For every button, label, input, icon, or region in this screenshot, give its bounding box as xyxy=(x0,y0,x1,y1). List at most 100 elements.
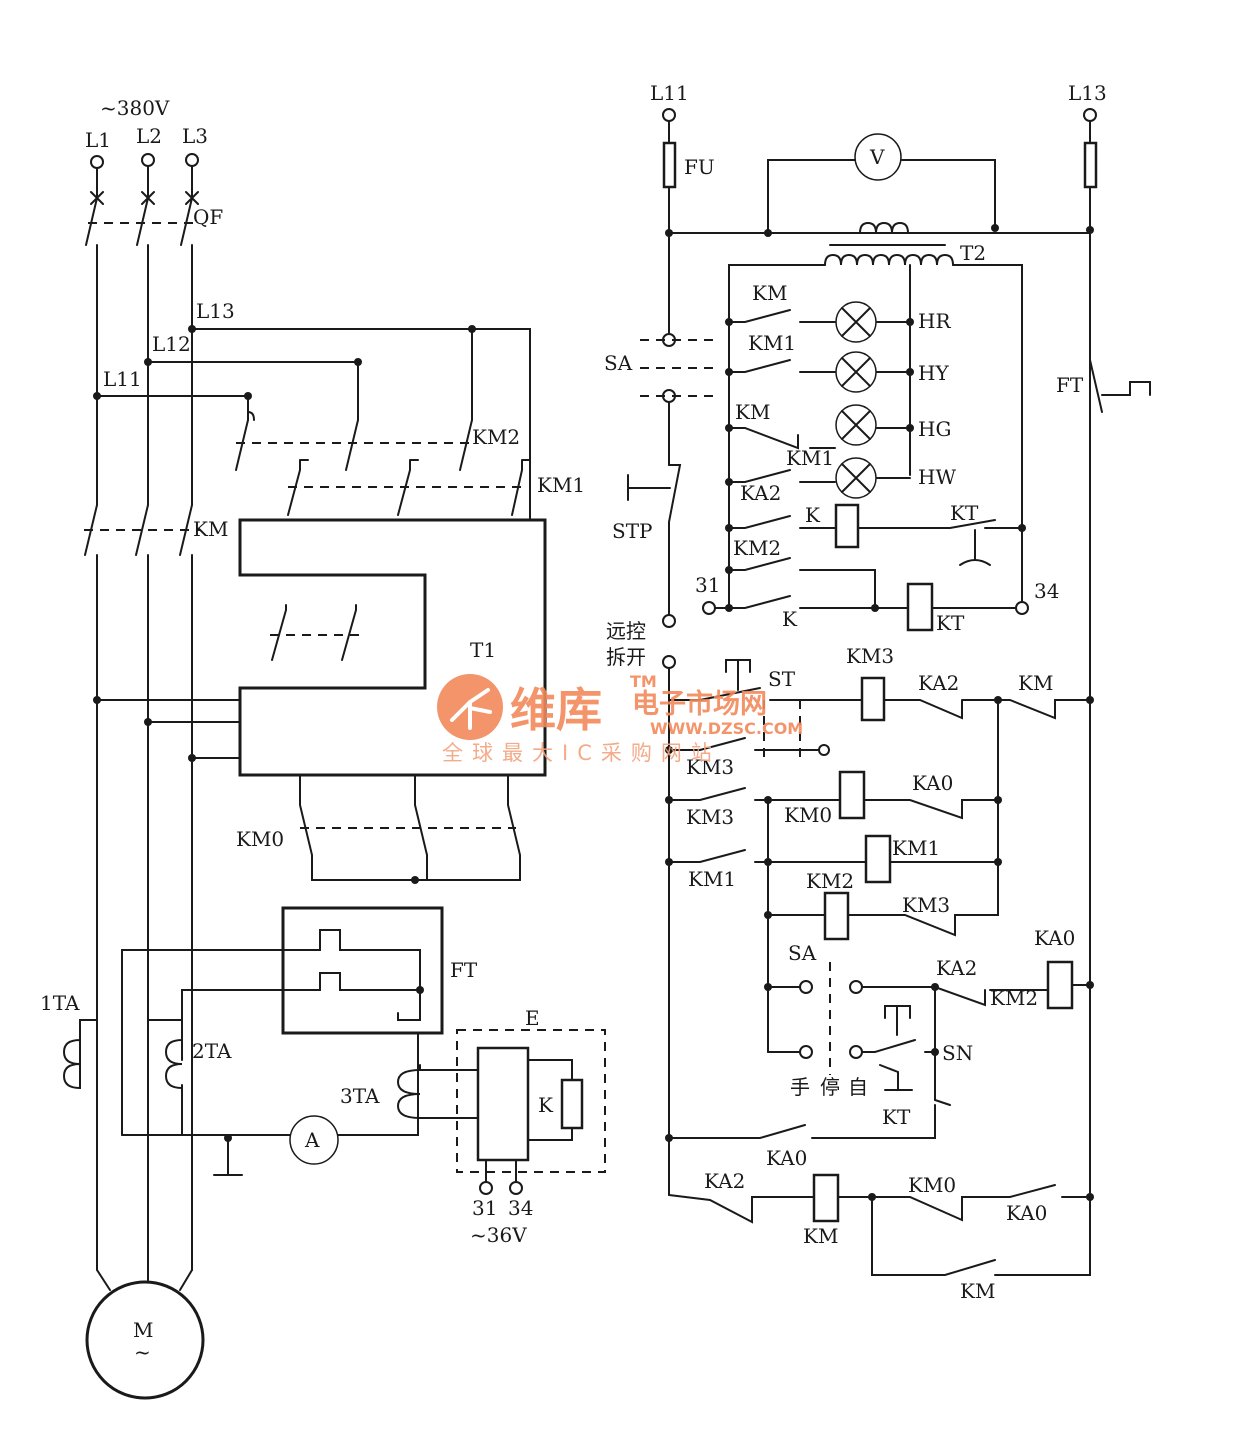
watermark-brand: 维库 xyxy=(510,683,602,737)
stp-label: STP xyxy=(612,519,653,543)
lamp-hy xyxy=(835,351,877,393)
km2-label: KM2 xyxy=(472,425,520,449)
km1-coil-label: KM1 xyxy=(892,836,940,860)
watermark: 维库 电子市场网 TM WWW.DZSC.COM 全球最大IC采购网站 xyxy=(437,672,803,765)
phase-l3-label: L3 xyxy=(182,124,208,148)
e-label: E xyxy=(525,1006,540,1030)
thermal-relay-ft: FT xyxy=(121,906,478,1136)
watermark-tm: TM xyxy=(630,672,657,691)
km3-self-label: KM3 xyxy=(686,755,734,779)
current-transformers: 1TA 2TA A xyxy=(40,991,419,1176)
motor-m: M ~ xyxy=(85,1269,205,1400)
km2-coil-label: KM2 xyxy=(806,869,854,893)
remote-terminals: 远控 拆开 xyxy=(606,614,676,1196)
terminal-31-label: 31 xyxy=(472,1196,497,1220)
mode-auto-label: 自 xyxy=(848,1075,868,1099)
phase-l2-terminal xyxy=(141,153,155,167)
ft-contact-label: FT xyxy=(1056,373,1084,397)
watermark-slogan: 全球最大IC采购网站 xyxy=(442,741,721,765)
ammeter xyxy=(289,1115,339,1165)
remote-label-1: 远控 xyxy=(606,619,646,643)
sa-bottom-label: SA xyxy=(788,941,817,965)
watermark-url: WWW.DZSC.COM xyxy=(650,719,803,738)
km-seal-label: KM xyxy=(960,1279,995,1303)
ka0-km-label: KA0 xyxy=(1006,1201,1047,1225)
ctrl-term-31-label: 31 xyxy=(695,573,720,597)
timer-block: KA2 K KT KM2 31 K KT 34 xyxy=(695,481,1059,635)
km0-label: KM0 xyxy=(236,827,284,851)
bus-l13-label: L13 xyxy=(196,299,235,323)
fuse-l13 xyxy=(1083,141,1098,189)
ft-contact: FT xyxy=(1056,359,1151,413)
contactor-km1-contacts: KM1 xyxy=(287,459,585,516)
mode-manual-label: 手 xyxy=(790,1075,810,1099)
lamp-contact-km: KM xyxy=(752,281,787,305)
ka2-lamp-label: KA2 xyxy=(740,481,781,505)
km2-timer-label: KM2 xyxy=(733,536,781,560)
power-circuit: ~380V L1 L2 L3 QF L13 L12 L11 KM2 xyxy=(40,96,606,1400)
km-main-label: KM xyxy=(193,517,228,541)
kt-contact-label: KT xyxy=(950,501,979,525)
voltmeter-label: V xyxy=(869,145,885,169)
km-coil-label: KM xyxy=(803,1224,838,1248)
ctrl-term-34-label: 34 xyxy=(1034,579,1059,603)
km0-row: KM3 KM0 KA0 xyxy=(665,699,1002,1053)
motor-label: M xyxy=(133,1318,153,1342)
km1-self-label: KM1 xyxy=(688,867,736,891)
lamp-contact-km1-b: KM1 xyxy=(786,446,834,470)
sa-top-label: SA xyxy=(604,351,633,375)
fuse-label: FU xyxy=(684,155,715,179)
t2-label: T2 xyxy=(960,241,986,265)
motor-ac-symbol: ~ xyxy=(134,1340,151,1364)
lamp-contact-km1: KM1 xyxy=(748,331,796,355)
km3-coil-label: KM3 xyxy=(846,644,894,668)
lamp-hr-label: HR xyxy=(918,309,951,333)
ka2-row-label: KA2 xyxy=(918,671,959,695)
km1-label: KM1 xyxy=(537,473,585,497)
st-label: ST xyxy=(768,667,796,691)
km0-coil-label: KM0 xyxy=(784,803,832,827)
km3-km0-label: KM3 xyxy=(686,805,734,829)
contactor-km0-contacts: KM0 xyxy=(236,774,521,884)
selector-sa-top: SA xyxy=(604,333,718,466)
phase-l1-terminal xyxy=(90,155,104,169)
breaker-qf: QF xyxy=(85,165,223,506)
kt-coil-label: KT xyxy=(936,611,965,635)
km3-km2-label: KM3 xyxy=(902,893,950,917)
ammeter-label: A xyxy=(304,1128,320,1152)
lamp-hr xyxy=(835,301,877,343)
lamp-contact-km-nc: KM xyxy=(735,400,770,424)
bus-l12-label: L12 xyxy=(152,332,191,356)
km2-row: KM2 KM3 xyxy=(764,861,999,941)
ctrl-l11-label: L11 xyxy=(650,81,689,105)
contactor-km-main: KM xyxy=(84,504,228,1271)
reactor-t1: T1 xyxy=(93,518,547,777)
km0-km-label: KM0 xyxy=(908,1173,956,1197)
indicator-lamps: KM KM1 KM KM1 HR HY HG HW xyxy=(725,281,956,499)
3ta-label: 3TA xyxy=(340,1084,380,1108)
1ta-label: 1TA xyxy=(40,991,80,1015)
lamp-hw-label: HW xyxy=(918,465,956,489)
mode-stop-label: 停 xyxy=(820,1075,840,1099)
protector-e: E 3TA K 31 34 ~36V xyxy=(340,1006,606,1247)
stop-button-stp: STP xyxy=(612,464,682,616)
voltmeter-transformer: V T2 xyxy=(665,133,1094,609)
selector-sa-bottom: SA KA2 KM2 KA0 SN KT 手 停 自 KA0 xyxy=(665,926,1094,1170)
ka0-coil-label: KA0 xyxy=(1034,926,1075,950)
contactor-km2-contacts: KM2 xyxy=(235,411,520,471)
t1-label: T1 xyxy=(470,638,496,662)
phase-l1-label: L1 xyxy=(85,128,111,152)
k-timer-label: K xyxy=(782,607,798,631)
watermark-title: 电子市场网 xyxy=(632,688,767,720)
supply-voltage-label: ~380V xyxy=(100,96,170,120)
km2-auto-label: KM2 xyxy=(990,986,1038,1010)
remote-label-2: 拆开 xyxy=(606,645,646,669)
km-row-label: KM xyxy=(1018,671,1053,695)
lamp-hw xyxy=(835,457,877,499)
aux-voltage-label: ~36V xyxy=(470,1223,527,1247)
fuse-fu xyxy=(662,141,677,189)
ka0-km0-label: KA0 xyxy=(912,771,953,795)
phase-l2-label: L2 xyxy=(136,124,162,148)
km-coil-row: KA2 KM KM0 KA0 KM xyxy=(668,1169,1094,1303)
